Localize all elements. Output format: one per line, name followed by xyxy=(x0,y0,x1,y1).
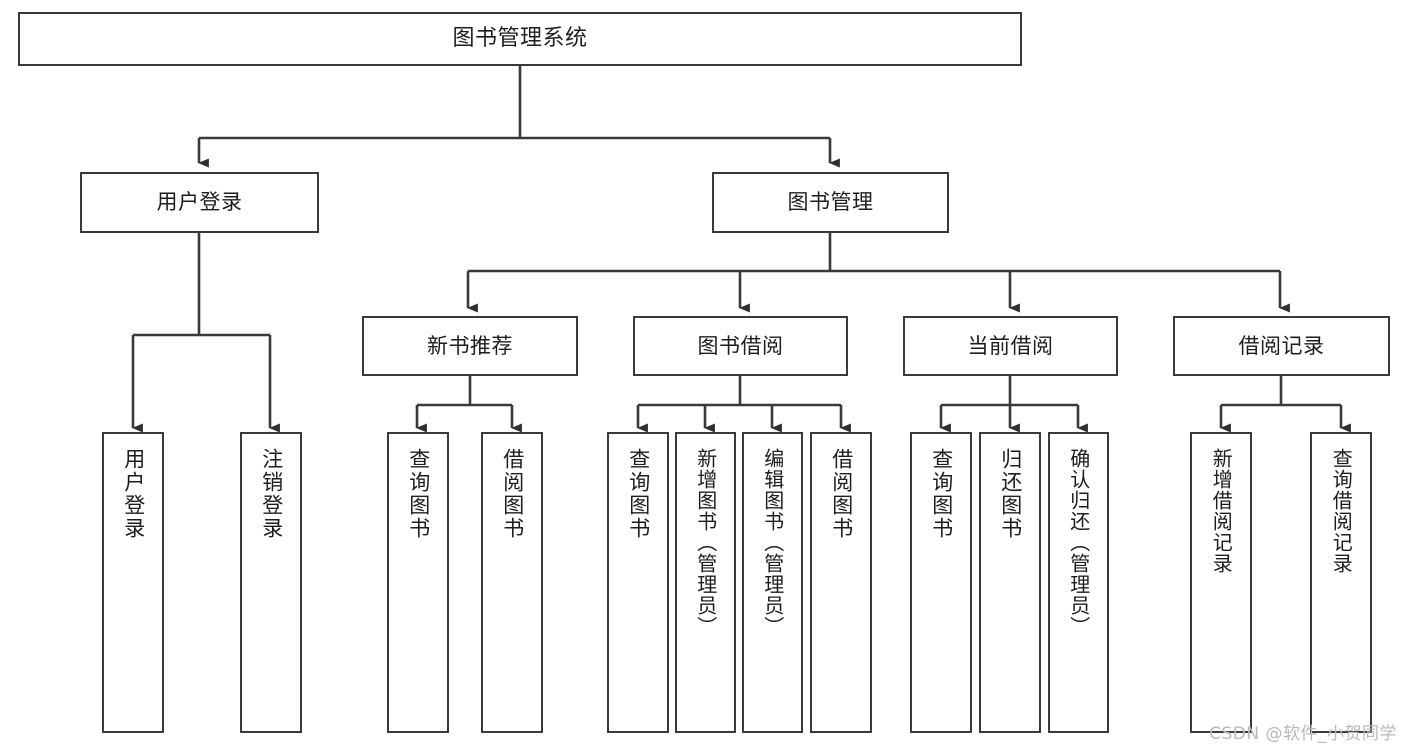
node-borrow-record[interactable]: 借阅记录 xyxy=(1173,316,1390,376)
node-new-book-recommend[interactable]: 新书推荐 xyxy=(362,316,578,376)
leaf-book-borrow-add-book-admin[interactable]: 新增图书（管理员） xyxy=(675,432,736,733)
node-label: 查询借阅记录 xyxy=(1329,448,1354,574)
node-label: 注销登录 xyxy=(259,448,284,540)
node-label: 当前借阅 xyxy=(967,333,1054,358)
csdn-watermark: CSDN @软件_小贺同学 xyxy=(1209,724,1397,744)
node-label: 借阅图书 xyxy=(500,448,525,540)
node-book-borrow[interactable]: 图书借阅 xyxy=(633,316,848,376)
node-label: 归还图书 xyxy=(998,448,1023,540)
node-label: 用户登录 xyxy=(121,448,146,540)
leaf-current-borrow-confirm-return-admin[interactable]: 确认归还（管理员） xyxy=(1048,432,1109,733)
leaf-current-borrow-return-book[interactable]: 归还图书 xyxy=(979,432,1041,733)
node-label: 查询图书 xyxy=(929,448,954,540)
leaf-current-borrow-query-book[interactable]: 查询图书 xyxy=(910,432,972,733)
node-label: 新书推荐 xyxy=(427,333,513,358)
node-label: 借阅记录 xyxy=(1238,333,1325,358)
leaf-book-borrow-query-book[interactable]: 查询图书 xyxy=(607,432,669,733)
leaf-new-book-query-book[interactable]: 查询图书 xyxy=(387,432,449,733)
node-user-login[interactable]: 用户登录 xyxy=(80,172,319,233)
node-label: 图书管理系统 xyxy=(452,26,588,51)
leaf-user-login-logout[interactable]: 注销登录 xyxy=(240,432,302,733)
node-label: 确认归还（管理员） xyxy=(1066,448,1091,637)
leaf-book-borrow-edit-book-admin[interactable]: 编辑图书（管理员） xyxy=(742,432,803,733)
node-label: 查询图书 xyxy=(626,448,651,540)
node-book-management[interactable]: 图书管理 xyxy=(712,172,949,233)
node-label: 新增图书（管理员） xyxy=(693,448,718,637)
leaf-book-borrow-borrow-book[interactable]: 借阅图书 xyxy=(810,432,872,733)
leaf-user-login-login[interactable]: 用户登录 xyxy=(102,432,164,733)
leaf-new-book-borrow-book[interactable]: 借阅图书 xyxy=(481,432,543,733)
node-label: 借阅图书 xyxy=(829,448,854,540)
node-root-system[interactable]: 图书管理系统 xyxy=(18,12,1022,66)
leaf-borrow-record-add-record[interactable]: 新增借阅记录 xyxy=(1190,432,1252,733)
node-label: 图书管理 xyxy=(787,190,874,214)
node-label: 新增借阅记录 xyxy=(1209,448,1234,574)
leaf-borrow-record-query-record[interactable]: 查询借阅记录 xyxy=(1310,432,1372,733)
node-label: 用户登录 xyxy=(156,190,243,214)
node-current-borrow[interactable]: 当前借阅 xyxy=(903,316,1118,376)
node-label: 编辑图书（管理员） xyxy=(760,448,785,637)
node-label: 图书借阅 xyxy=(697,333,784,358)
node-label: 查询图书 xyxy=(406,448,431,540)
